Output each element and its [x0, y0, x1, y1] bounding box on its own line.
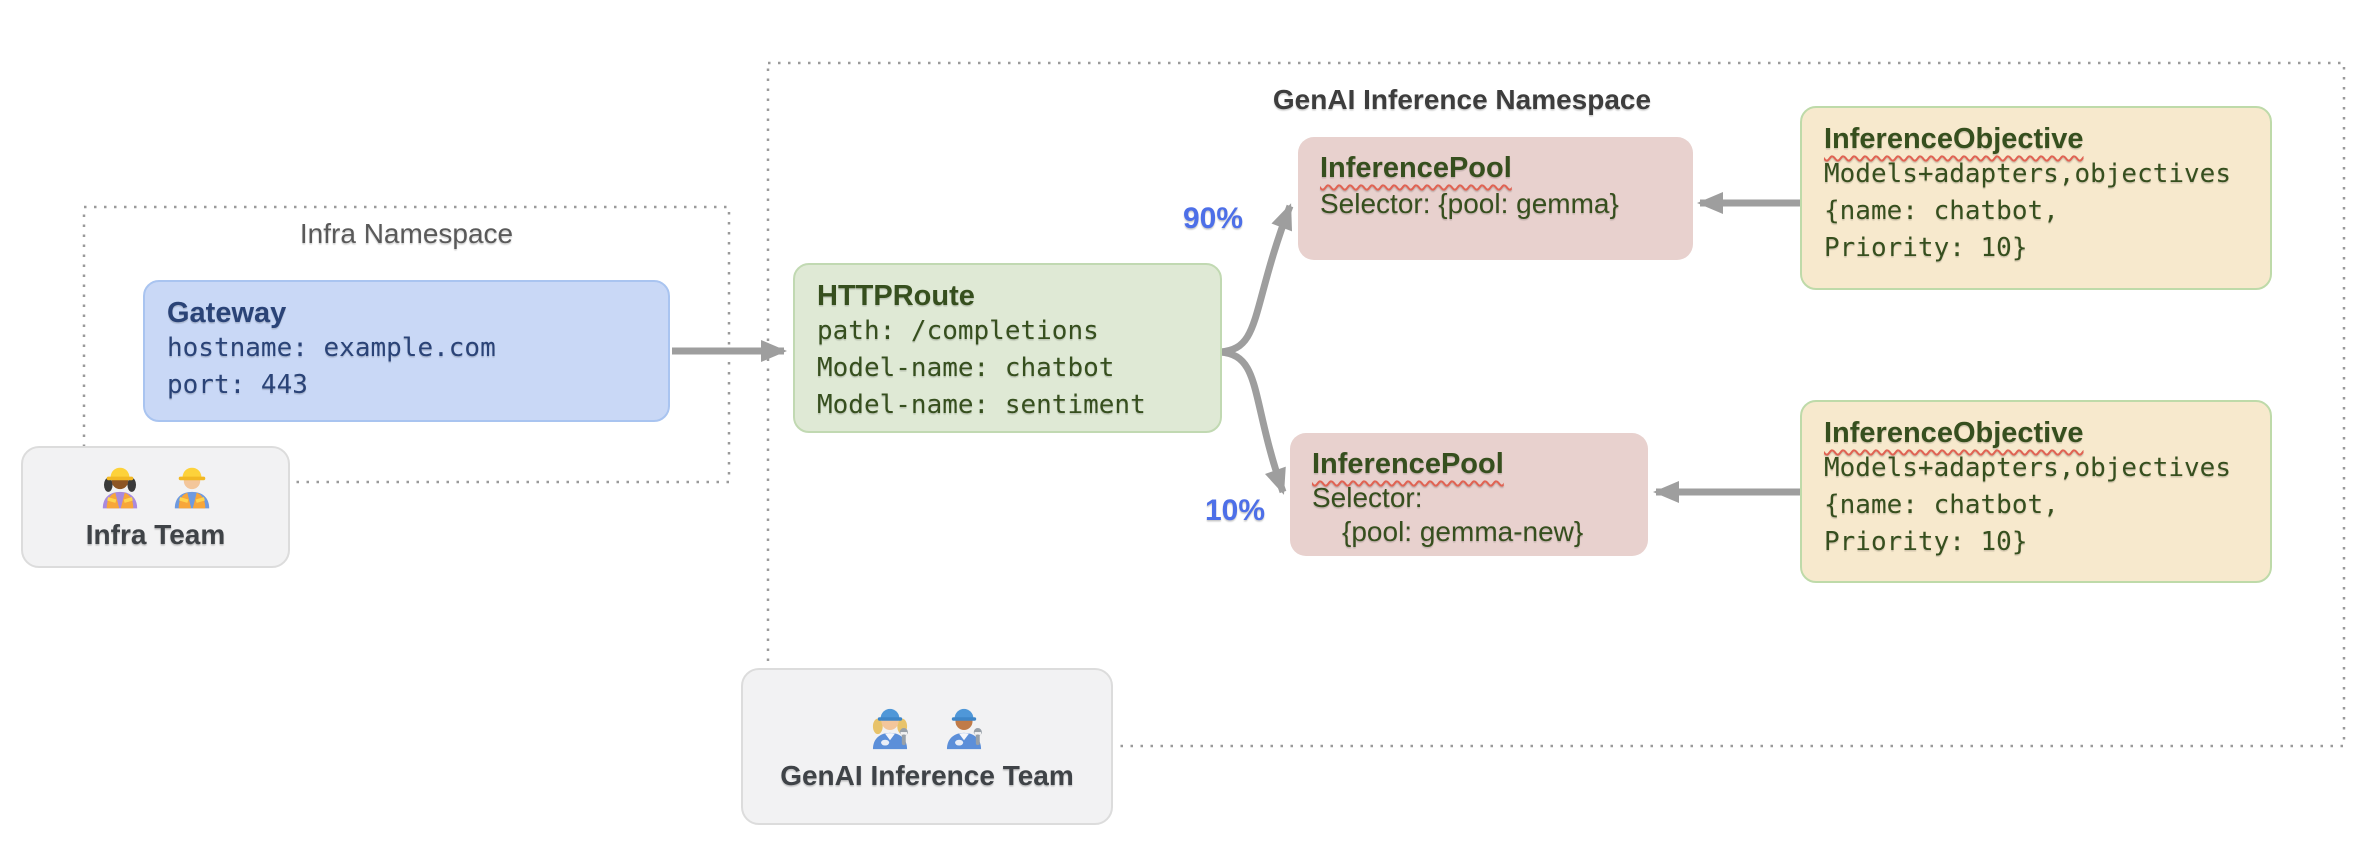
gateway-node: Gateway hostname: example.com port: 443: [143, 280, 670, 422]
objective-bottom-models-line: Models+adapters,objectives: [1824, 453, 2231, 483]
inferencepool-gemma-new-selector-line: Selector:: [1312, 482, 1423, 513]
man-construction-worker-icon: [174, 467, 209, 509]
infra-team-card: Infra Team: [21, 446, 290, 568]
traffic-split-10-label: 10%: [1205, 494, 1266, 527]
objective-top-priority-line: Priority: 10}: [1824, 233, 2028, 263]
woman-construction-worker-icon: [102, 467, 137, 509]
infra-namespace-label: Infra Namespace: [299, 218, 514, 249]
genai-team-label: GenAI Inference Team: [780, 759, 1074, 791]
httproute-title: HTTPRoute: [817, 280, 975, 312]
inferenceobjective-top-title: InferenceObjective: [1824, 123, 2084, 155]
inferencepool-gemma-title: InferencePool: [1320, 152, 1512, 184]
traffic-split-90-label: 90%: [1183, 202, 1244, 235]
objective-top-models-line: Models+adapters,objectives: [1824, 159, 2231, 189]
httproute-model-chatbot-line: Model-name: chatbot: [817, 353, 1115, 383]
gateway-hostname-line: hostname: example.com: [167, 333, 496, 363]
inferencepool-gemma-new-pool-line: {pool: gemma-new}: [1342, 516, 1584, 547]
genai-team-icons: [864, 702, 990, 754]
httproute-model-sentiment-line: Model-name: sentiment: [817, 390, 1146, 420]
infra-team-label: Infra Team: [85, 519, 226, 550]
arrow-httproute-to-pool-gemma-new: [1219, 348, 1287, 495]
inferenceobjective-bottom-node: InferenceObjective Models+adapters,objec…: [1800, 400, 2272, 583]
gateway-title: Gateway: [167, 297, 287, 329]
objective-bottom-priority-line: Priority: 10}: [1824, 527, 2028, 557]
inferencepool-gemma-new-node: InferencePool Selector: {pool: gemma-new…: [1290, 433, 1648, 556]
httproute-node: HTTPRoute path: /completions Model-name:…: [793, 263, 1222, 433]
inferencepool-gemma-selector-line: Selector: {pool: gemma}: [1320, 188, 1619, 219]
objective-top-name-line: {name: chatbot,: [1824, 196, 2059, 226]
woman-mechanic-icon: [872, 708, 908, 749]
gateway-port-line: port: 443: [167, 370, 308, 400]
inferencepool-gemma-new-title: InferencePool: [1312, 448, 1504, 480]
inferenceobjective-top-node: InferenceObjective Models+adapters,objec…: [1800, 106, 2272, 290]
objective-bottom-name-line: {name: chatbot,: [1824, 490, 2059, 520]
inferenceobjective-bottom-title: InferenceObjective: [1824, 417, 2084, 449]
httproute-path-line: path: /completions: [817, 316, 1099, 346]
genai-team-card: GenAI Inference Team: [741, 668, 1113, 825]
infra-team-icons: [95, 463, 217, 513]
man-mechanic-icon: [946, 708, 982, 749]
inferencepool-gemma-node: InferencePool Selector: {pool: gemma}: [1298, 137, 1693, 260]
